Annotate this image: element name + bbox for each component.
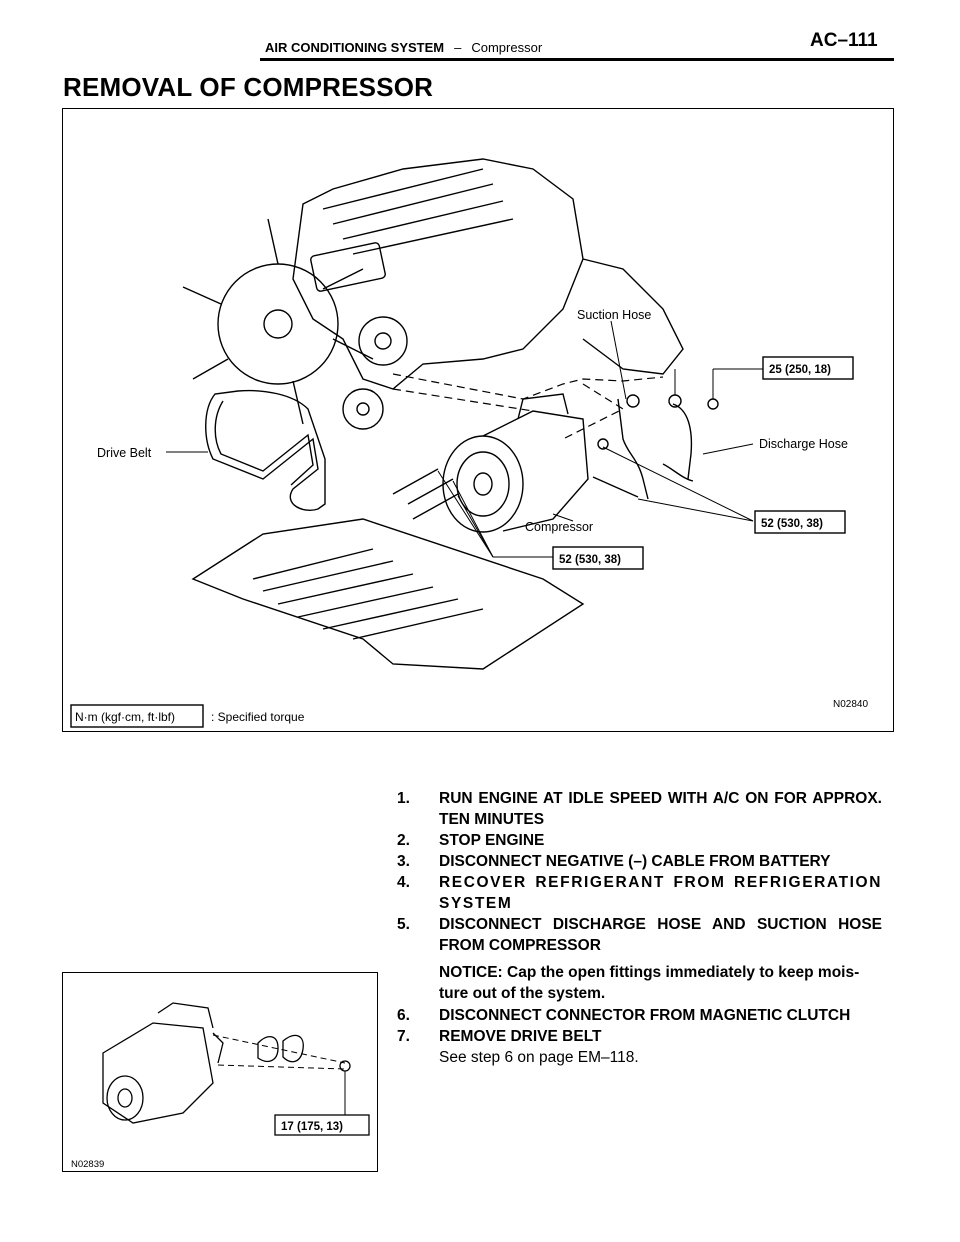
torque-label-top: 25 (250, 18)	[769, 364, 831, 376]
label-drive-belt: Drive Belt	[97, 446, 152, 460]
legend-box-text: N·m (kgf·cm, ft·lbf)	[75, 710, 175, 724]
step-text: RUN ENGINE AT IDLE SPEED WITH A/C ON FOR…	[439, 790, 882, 828]
compressor-removal-figure: Suction Hose Discharge Hose Drive Belt C…	[62, 108, 894, 732]
header-section: AIR CONDITIONING SYSTEM	[265, 40, 445, 55]
compressor-bolt-figure: 17 (175, 13) N02839	[62, 972, 378, 1172]
compressor-bolt-illustration: 17 (175, 13) N02839	[71, 1002, 370, 1170]
torque-label-bottom: 52 (530, 38)	[559, 554, 621, 566]
step-number: 2.	[397, 832, 410, 849]
step-text: DISCONNECT CONNECTOR FROM MAGNETIC CLUTC…	[439, 1007, 851, 1024]
step-text: REMOVE DRIVE BELT	[439, 1028, 602, 1045]
figure-code: N02840	[833, 699, 868, 710]
torque-label-right: 52 (530, 38)	[761, 518, 823, 530]
small-figure-code: N02839	[71, 1159, 104, 1170]
exploded-view-illustration: Suction Hose Discharge Hose Drive Belt C…	[70, 158, 868, 728]
page-code: AC–111	[810, 30, 878, 51]
notice-text: NOTICE: Cap the open fittings immediatel…	[439, 964, 860, 1002]
step-text: DISCONNECT NEGATIVE (–) CABLE FROM BATTE…	[439, 853, 831, 870]
step-1: 1. RUN ENGINE AT IDLE SPEED WITH A/C ON …	[397, 788, 882, 830]
header-rule	[260, 58, 894, 61]
running-header: AIR CONDITIONING SYSTEM–Compressor	[265, 40, 542, 55]
step-7: 7. REMOVE DRIVE BELT	[397, 1026, 882, 1047]
step-5: 5. DISCONNECT DISCHARGE HOSE AND SUCTION…	[397, 914, 882, 956]
step-3: 3. DISCONNECT NEGATIVE (–) CABLE FROM BA…	[397, 851, 882, 872]
label-discharge-hose: Discharge Hose	[759, 437, 848, 451]
small-torque-label: 17 (175, 13)	[281, 1121, 343, 1133]
header-separator: –	[454, 40, 462, 55]
legend-text: : Specified torque	[211, 710, 305, 724]
step-2: 2. STOP ENGINE	[397, 830, 882, 851]
step-text: DISCONNECT DISCHARGE HOSE AND SUCTION HO…	[439, 916, 882, 954]
step-number: 4.	[397, 874, 410, 891]
step-number: 3.	[397, 853, 410, 870]
label-compressor: Compressor	[525, 520, 593, 534]
step-text: RECOVER REFRIGERANT FROM REFRIGERATION S…	[439, 874, 882, 912]
step-number: 1.	[397, 790, 410, 807]
step-number: 6.	[397, 1007, 410, 1024]
step-6: 6. DISCONNECT CONNECTOR FROM MAGNETIC CL…	[397, 1005, 882, 1026]
header-subsection: Compressor	[471, 40, 543, 55]
procedure-steps: 1. RUN ENGINE AT IDLE SPEED WITH A/C ON …	[397, 788, 882, 1068]
label-suction-hose: Suction Hose	[577, 308, 651, 322]
step-7-reference: See step 6 on page EM–118.	[439, 1049, 639, 1066]
page-title: REMOVAL OF COMPRESSOR	[63, 72, 434, 102]
step-4: 4. RECOVER REFRIGERANT FROM REFRIGERATIO…	[397, 872, 882, 914]
step-number: 5.	[397, 916, 410, 933]
step-text: STOP ENGINE	[439, 832, 545, 849]
step-number: 7.	[397, 1028, 410, 1045]
